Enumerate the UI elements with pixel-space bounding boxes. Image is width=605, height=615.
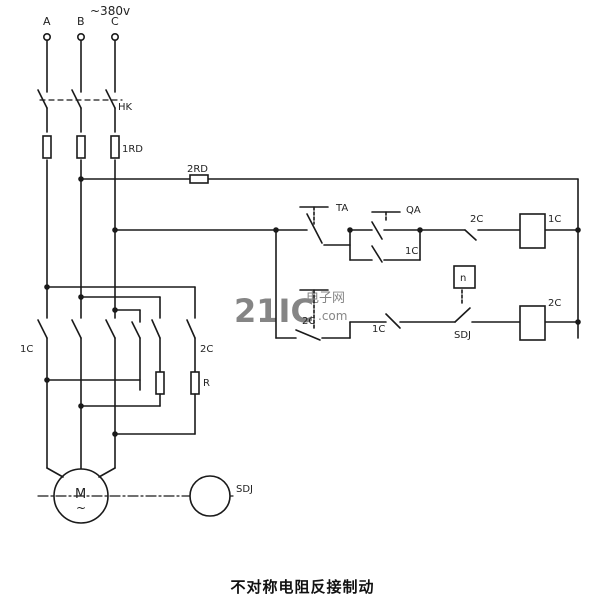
motor-lead-c xyxy=(98,467,116,478)
phase-b-label: B xyxy=(77,15,85,28)
power-bus-taps xyxy=(44,284,196,323)
fuse-1rd-b xyxy=(76,135,86,159)
control-bus xyxy=(78,176,579,339)
start-button-label: QA xyxy=(406,205,421,216)
control-line-c xyxy=(112,227,277,233)
fuse-1rd-a xyxy=(42,135,52,159)
interlock-2c-label: 2C xyxy=(470,214,483,225)
contactor-1c-label: 1C xyxy=(20,344,33,355)
coil-1c xyxy=(519,213,546,249)
stop-button-label: TA xyxy=(335,203,348,214)
phase-b-line xyxy=(71,39,82,471)
contactor-2c-label: 2C xyxy=(200,344,213,355)
sdj-contact-label: SDJ xyxy=(454,330,471,341)
phase-c-label: C xyxy=(111,15,119,28)
contactor-2c-contacts xyxy=(131,319,196,391)
diagram-caption: 不对称电阻反接制动 xyxy=(230,578,375,596)
motor-symbol: ~ xyxy=(76,501,86,515)
contact-2c-label: 2C xyxy=(302,316,315,327)
phase-a-label: A xyxy=(43,15,51,28)
holding-contact-1c-label: 1C xyxy=(405,246,418,257)
sdj-speed-symbol: n xyxy=(460,273,466,284)
knife-switch-label: HK xyxy=(118,102,133,113)
coil-1c-label: 1C xyxy=(548,214,561,225)
interlock-1c-label: 1C xyxy=(372,324,385,335)
phase-c-line xyxy=(105,39,116,469)
crossover-lines xyxy=(44,377,196,437)
motor-lead-a xyxy=(46,467,64,478)
fuse-1rd-c xyxy=(110,135,120,159)
resistor-r2 xyxy=(190,371,200,395)
motor-label: M xyxy=(75,487,86,502)
speed-relay-label: SDJ xyxy=(236,484,253,495)
fuse-1rd-label: 1RD xyxy=(122,144,143,155)
resistor-r1 xyxy=(155,371,165,395)
coil-2c-label: 2C xyxy=(548,298,561,309)
watermark-url: .com xyxy=(318,309,347,323)
speed-relay-sdj xyxy=(189,475,231,517)
watermark-cn: 电子网 xyxy=(306,291,345,306)
phase-a-line xyxy=(37,39,48,469)
fuse-2rd xyxy=(189,174,209,184)
fuse-2rd-label: 2RD xyxy=(187,164,208,175)
watermark: 21IC 电子网 .com xyxy=(234,291,347,330)
sdj-speed-box xyxy=(453,265,476,289)
control-rungs xyxy=(273,206,581,341)
watermark-main: 21IC xyxy=(234,292,314,330)
supply-voltage-label: ~380v xyxy=(90,4,130,18)
coil-2c xyxy=(519,305,546,341)
resistor-label: R xyxy=(203,378,210,389)
